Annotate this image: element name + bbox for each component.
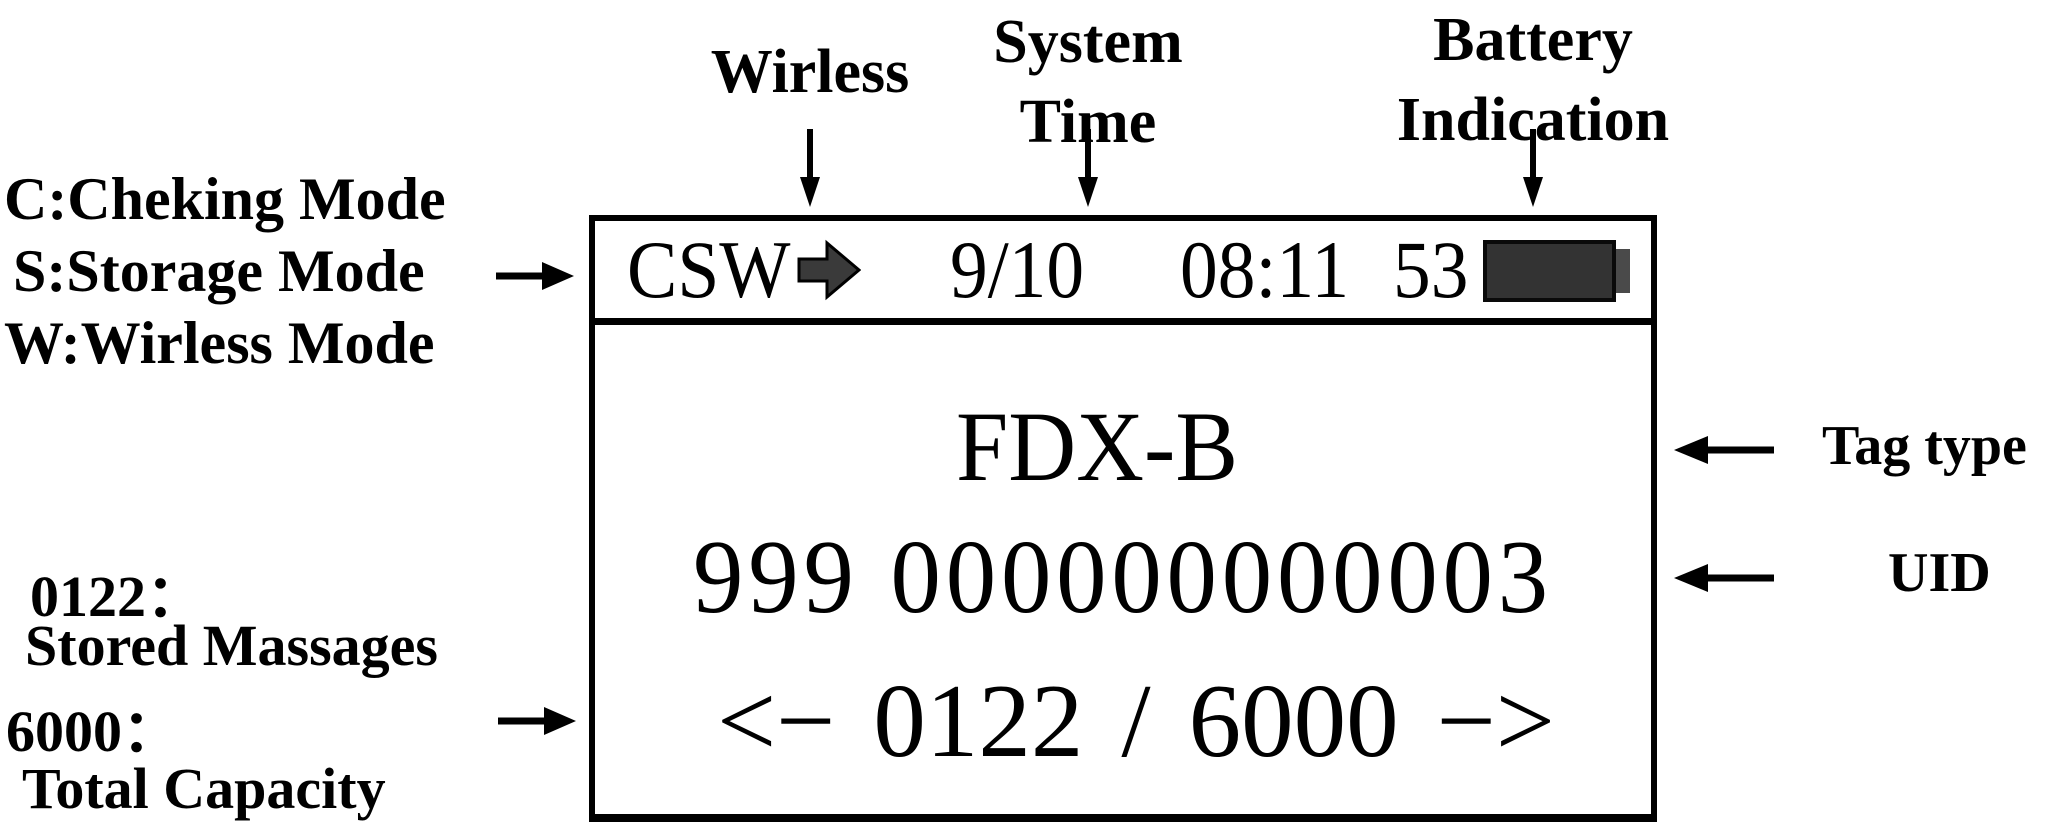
down-arrow-icon <box>1078 129 1098 207</box>
uid-value: 999 000000000003 <box>693 518 1553 635</box>
lcd-screen: CSW 9/10 08:11 53 FDX-B 999 000000000003… <box>589 215 1657 822</box>
message-pager: <− 0122 / 6000 −> <box>717 668 1555 773</box>
mode-legend: C:Cheking Mode S:Storage Mode W:Wirless … <box>4 163 446 379</box>
down-arrow-icon <box>1523 129 1543 207</box>
mode-legend-line-checking: C:Cheking Mode <box>4 166 446 232</box>
down-arrow-icon <box>800 129 820 207</box>
mode-legend-line-wireless: W:Wirless Mode <box>4 310 435 376</box>
wireless-callout-label: Wirless <box>710 38 910 106</box>
status-battery-percent: 53 <box>1393 224 1469 315</box>
battery-icon <box>1483 240 1630 302</box>
stored-messages-desc-label: Stored Massages <box>25 613 438 678</box>
stored-messages-value-label: 0122： <box>30 564 205 629</box>
next-page-arrow[interactable]: −> <box>1436 662 1556 779</box>
right-arrow-icon <box>498 707 576 735</box>
stored-messages-count: 0122 <box>873 662 1084 779</box>
prev-page-arrow[interactable]: <− <box>716 662 836 779</box>
system-time-callout-label: System Time <box>993 8 1183 156</box>
tag-type-value: FDX-B <box>955 391 1239 502</box>
right-arrow-icon <box>496 262 574 290</box>
mode-legend-line-storage: S:Storage Mode <box>13 238 425 304</box>
wireless-mode-icon <box>797 239 861 301</box>
tag-type-callout-label: Tag type <box>1822 415 2027 477</box>
status-modes: CSW <box>627 224 791 315</box>
status-time: 08:11 <box>1180 224 1350 315</box>
uid-callout-label: UID <box>1888 542 1991 604</box>
left-arrow-icon <box>1674 564 1774 592</box>
left-arrow-icon <box>1674 436 1774 464</box>
status-bar: CSW 9/10 08:11 53 <box>595 221 1651 325</box>
total-capacity-count: 6000 <box>1188 662 1399 779</box>
total-capacity-value-label: 6000： <box>6 699 181 764</box>
status-date: 9/10 <box>950 224 1085 315</box>
pager-separator: / <box>1121 662 1151 779</box>
total-capacity-desc-label: Total Capacity <box>22 756 386 821</box>
